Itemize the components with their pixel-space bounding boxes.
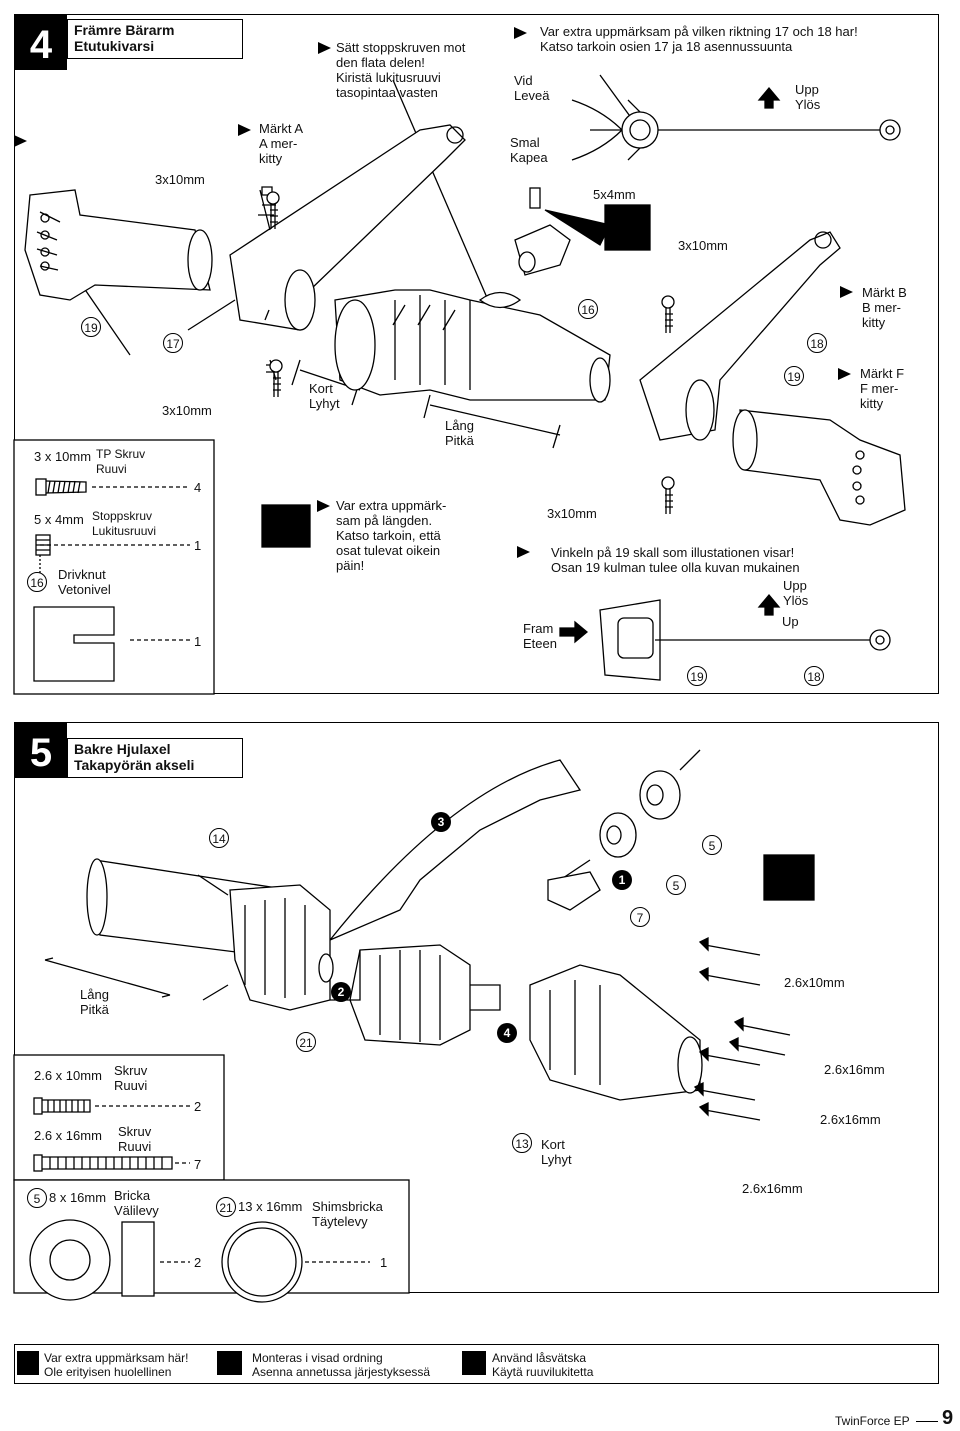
footer-brand: TwinForce EP	[835, 1414, 910, 1428]
label-narrow: Smal Kapea	[510, 135, 548, 165]
hw5-washer-size: 8 x 16mm	[49, 1190, 107, 1205]
step5-number: 5	[15, 723, 67, 778]
part-16: 16	[578, 299, 598, 319]
care-hand-icon	[17, 1351, 39, 1375]
legend-order: Monteras i visad ordning Asenna annetuss…	[252, 1351, 431, 1379]
label-short: Kort Lyhyt	[309, 381, 340, 411]
note-flat: Sätt stoppskruven mot den flata delen! K…	[336, 40, 466, 100]
page-number: 9	[942, 1407, 954, 1429]
size-26x16-a: 2.6x16mm	[824, 1062, 885, 1077]
label-up-top: Upp Ylös	[795, 82, 821, 112]
size-3x10-bottom: 3x10mm	[547, 506, 597, 521]
hw5-shim-ref: 21	[216, 1197, 236, 1217]
part-13: 13	[512, 1133, 532, 1153]
note-angle: Vinkeln på 19 skall som illustationen vi…	[551, 545, 800, 575]
part-18-bottom: 18	[804, 666, 824, 686]
order-3: 3	[431, 812, 451, 832]
footer-rule	[916, 1421, 938, 1422]
label-up-en: Up	[782, 614, 799, 629]
size-3x10-right: 3x10mm	[678, 238, 728, 253]
label-up-bottom: Upp Ylös	[783, 578, 809, 608]
legend-bar	[14, 1344, 939, 1384]
size-26x10: 2.6x10mm	[784, 975, 845, 990]
hw-screw-size: 3 x 10mm	[34, 449, 92, 464]
hw-joint-ref: 16	[27, 572, 47, 592]
part-19-left: 19	[81, 317, 101, 337]
threadlock-icon	[462, 1351, 486, 1375]
hw5-shim-qty: 1	[380, 1255, 388, 1270]
hw5-washer-qty: 2	[194, 1255, 202, 1270]
hw5-screw10-name: Skruv Ruuvi	[114, 1063, 148, 1093]
left-edge-arrow	[14, 135, 27, 147]
legend-threadlock: Använd låsvätska Käytä ruuvilukitetta	[492, 1351, 594, 1379]
step5-label-short: Kort Lyhyt	[541, 1137, 572, 1167]
order-icon	[217, 1351, 242, 1375]
note-direction-arrow	[514, 27, 527, 39]
hw-setscrew-size: 5 x 4mm	[34, 512, 84, 527]
part-17: 17	[163, 333, 183, 353]
hw-setscrew-name: Stoppskruv Lukitusruuvi	[92, 509, 157, 538]
bearing-5-mid: 5	[666, 875, 686, 895]
part-18: 18	[807, 333, 827, 353]
size-26x16-c: 2.6x16mm	[742, 1181, 803, 1196]
label-wide: Vid Leveä	[514, 73, 550, 103]
order-4: 4	[497, 1023, 517, 1043]
order-1: 1	[612, 870, 632, 890]
part-19-bottom: 19	[687, 666, 707, 686]
label-mark-a: Märkt A A mer- kitty	[259, 121, 304, 166]
size-5x4: 5x4mm	[593, 187, 636, 202]
mark-a-arrow	[238, 124, 251, 136]
hw5-screw10-size: 2.6 x 10mm	[34, 1068, 102, 1083]
part-21: 21	[296, 1032, 316, 1052]
note-care: Var extra uppmärk- sam på längden. Katso…	[336, 498, 447, 573]
size-3x10-left: 3x10mm	[162, 403, 212, 418]
hw5-screw16-qty: 7	[194, 1157, 202, 1172]
hw-setscrew-qty: 1	[194, 538, 202, 553]
size-3x10-top: 3x10mm	[155, 172, 205, 187]
hw5-screw16-size: 2.6 x 16mm	[34, 1128, 102, 1143]
order-2: 2	[331, 982, 351, 1002]
step4-panel	[14, 14, 939, 694]
label-mark-f: Märkt F F mer- kitty	[860, 366, 905, 411]
hw5-washer-name: Bricka Välilevy	[114, 1188, 159, 1218]
mark-b-arrow	[840, 286, 853, 298]
hw-screw-qty: 4	[194, 480, 202, 495]
hw-joint-name: Drivknut Vetonivel	[58, 567, 111, 597]
size-26x16-b: 2.6x16mm	[820, 1112, 881, 1127]
note-direction: Var extra uppmärksam på vilken riktning …	[540, 24, 858, 54]
step4-number: 4	[15, 15, 67, 70]
bearing-7: 7	[630, 907, 650, 927]
label-mark-b: Märkt B B mer- kitty	[862, 285, 907, 330]
hw5-shim-name: Shimsbricka Täytelevy	[312, 1199, 383, 1229]
step5-panel	[14, 722, 939, 1293]
hw-joint-qty: 1	[194, 634, 202, 649]
hw5-screw16-name: Skruv Ruuvi	[118, 1124, 152, 1154]
note-care-arrow	[317, 500, 330, 512]
label-front: Fram Eteen	[523, 621, 557, 651]
note-angle-arrow	[517, 546, 530, 558]
legend-care: Var extra uppmärksam här! Ole erityisen …	[44, 1351, 189, 1379]
hw-screw-name: TP Skruv Ruuvi	[96, 447, 146, 476]
step4-title: Främre Bärarm Etutukivarsi	[67, 19, 243, 59]
step5-label-long: Lång Pitkä	[80, 987, 109, 1017]
bearing-5-top: 5	[702, 835, 722, 855]
part-14: 14	[209, 828, 229, 848]
part-19-right: 19	[784, 366, 804, 386]
label-long: Lång Pitkä	[445, 418, 474, 448]
hw5-washer-ref: 5	[27, 1188, 47, 1208]
hw5-screw10-qty: 2	[194, 1099, 202, 1114]
hw5-shim-size: 13 x 16mm	[238, 1199, 303, 1214]
mark-f-arrow	[838, 368, 851, 380]
note-flat-arrow	[318, 42, 331, 54]
step5-title: Bakre Hjulaxel Takapyörän akseli	[67, 738, 243, 778]
